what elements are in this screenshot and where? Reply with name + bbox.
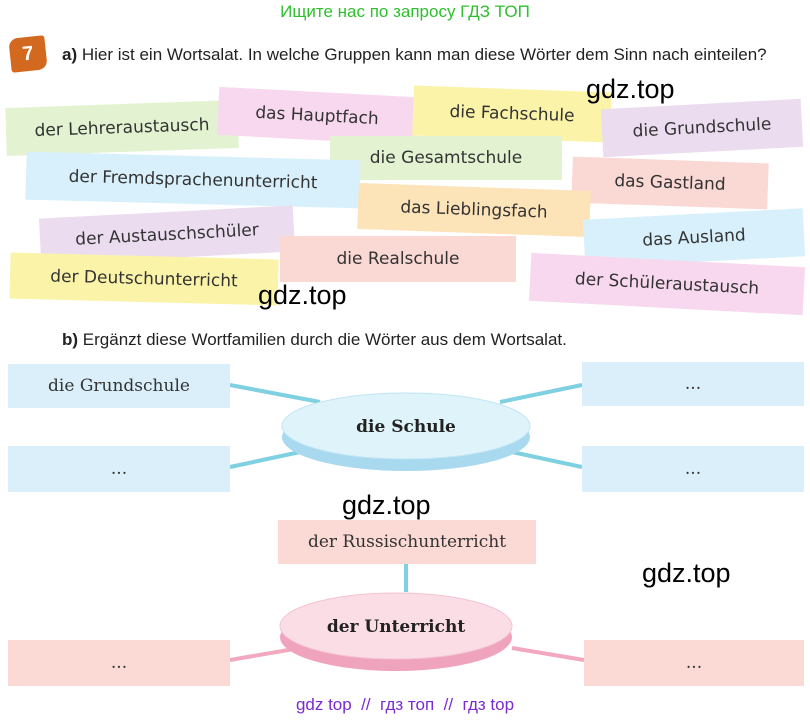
connector-line <box>229 646 301 662</box>
word-card: die Gesamtschule <box>330 136 562 180</box>
unterricht-center-label: der Unterricht <box>326 617 466 637</box>
schule-box-top-right: ... <box>582 362 804 406</box>
unterricht-box-bottom-left: ... <box>8 640 230 686</box>
watermark: gdz.top <box>342 490 431 520</box>
schule-box-bottom-left: ... <box>8 446 230 492</box>
footer-links: gdz top // гдз топ // гдз top <box>295 695 515 714</box>
schule-box-bottom-right: ... <box>582 446 804 492</box>
part-b-text: Ergänzt diese Wortfamilien durch die Wör… <box>82 330 567 349</box>
watermark: gdz.top <box>258 280 347 310</box>
watermark: gdz.top <box>586 74 675 104</box>
unterricht-ellipse <box>279 592 513 660</box>
part-a-marker: a) <box>62 45 78 64</box>
schule-box-top-left: die Grundschule <box>8 364 230 408</box>
watermark: gdz.top <box>642 558 731 588</box>
word-card: die Realschule <box>280 236 516 282</box>
part-b-instruction: b) Ergänzt diese Wortfamilien durch die … <box>62 329 804 351</box>
connector-line <box>511 450 583 469</box>
unterricht-box-bottom-right: ... <box>584 640 804 686</box>
unterricht-box-top: der Russischunterricht <box>278 520 536 564</box>
top-banner: Ищите нас по запросу ГДЗ ТОП <box>280 2 530 21</box>
schule-ellipse <box>281 392 531 460</box>
part-b-marker: b) <box>62 330 79 349</box>
part-a-text: Hier ist ein Wortsalat. In welche Gruppe… <box>81 45 767 64</box>
connector-line <box>229 383 321 404</box>
connector-line <box>229 450 301 469</box>
part-a-instruction: a) Hier ist ein Wortsalat. In welche Gru… <box>62 44 804 66</box>
connector-line <box>511 646 585 662</box>
schule-center-label: die Schule <box>356 417 456 437</box>
connector-line <box>499 383 583 404</box>
